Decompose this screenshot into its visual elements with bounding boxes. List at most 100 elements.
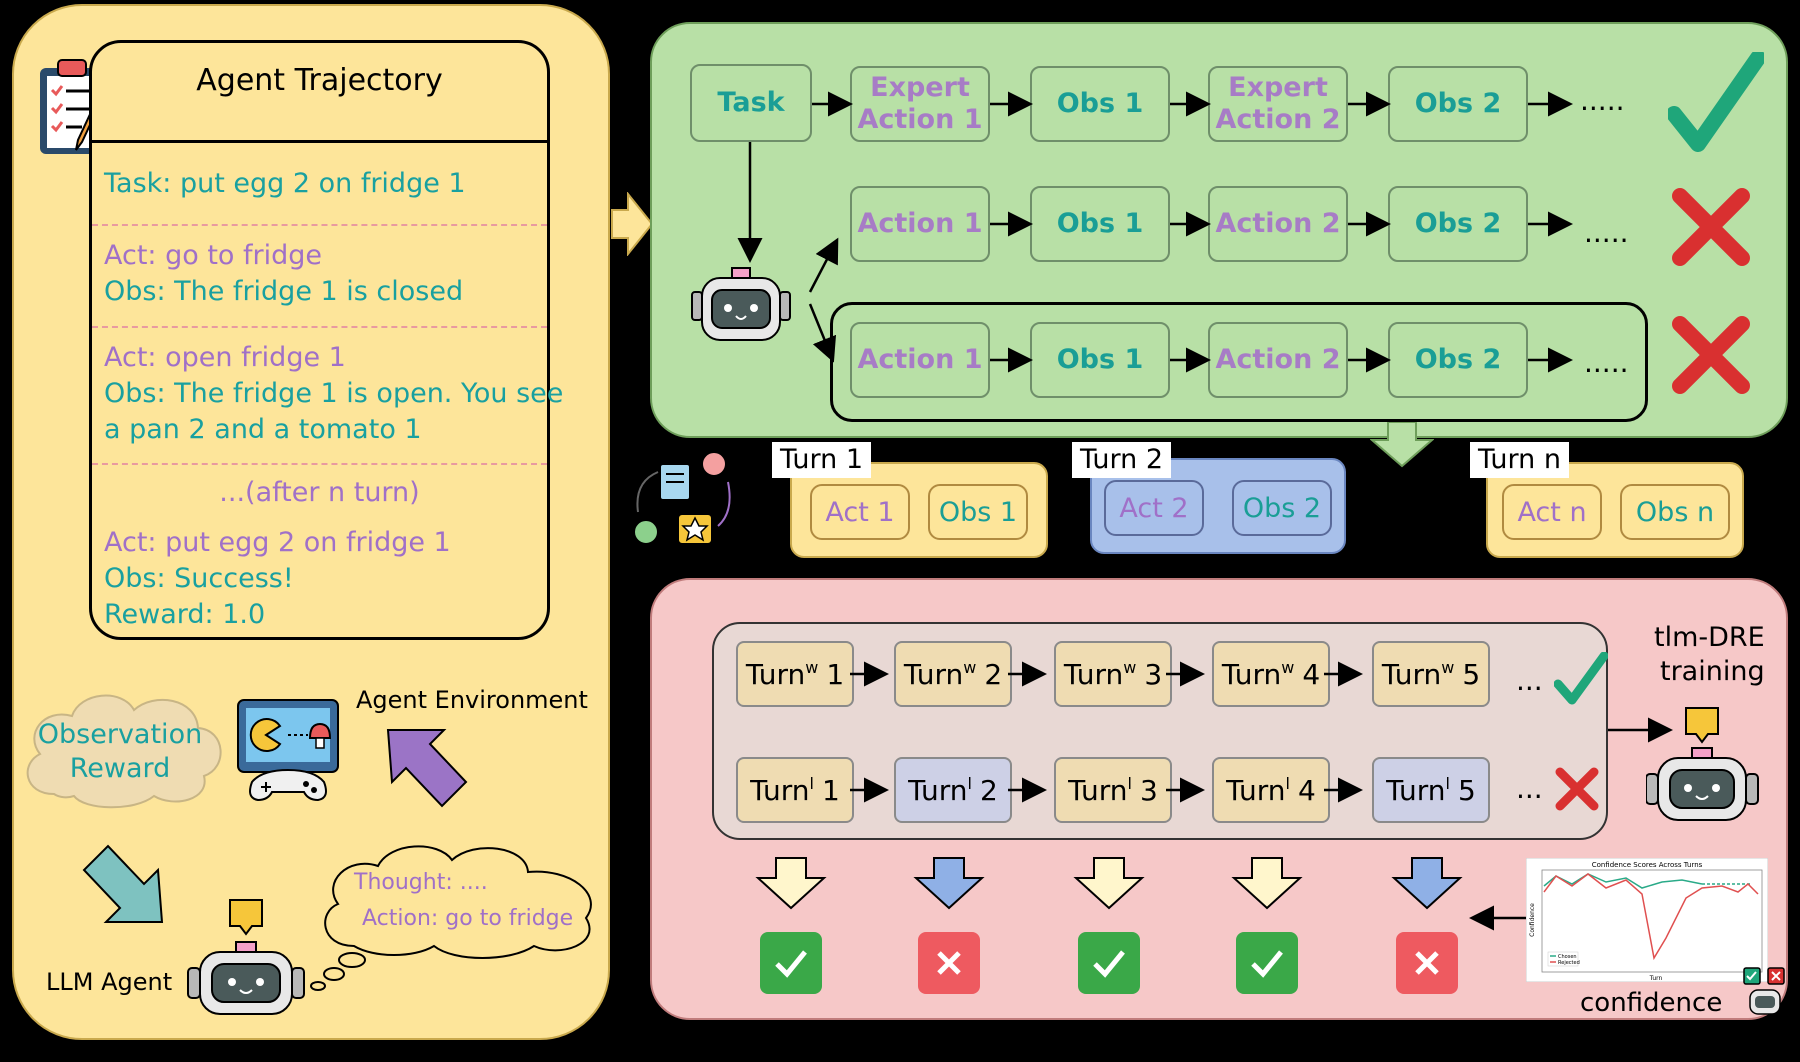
down-arrow-icon <box>1391 857 1463 910</box>
thought-text: Thought: .... <box>354 870 488 895</box>
turn-1-label: Turn 1 <box>772 442 872 478</box>
accept-badge-icon <box>1236 932 1298 994</box>
turn-word: Turn <box>1381 657 1442 691</box>
act-line-1: Act: go to fridge <box>104 240 323 271</box>
action-2-node: Action 2 <box>1208 322 1348 398</box>
legend-chosen: Chosen <box>1558 954 1577 960</box>
obs-2-node: Obs 2 <box>1388 66 1528 142</box>
obs-2-chip: Obs 2 <box>1232 480 1332 536</box>
observation-cloud <box>26 694 222 809</box>
turn-index: 3 <box>1140 773 1158 807</box>
turn-word: Turn <box>1221 657 1282 691</box>
cloud-reward-text: Reward <box>69 753 171 784</box>
trained-robot-icon <box>1646 707 1759 821</box>
turn-word: Turn <box>1226 773 1286 807</box>
dashed-divider <box>92 326 547 328</box>
action-1-node: Action 1 <box>850 186 990 262</box>
turn-word: Turn <box>745 657 806 691</box>
interaction-cycle-icon <box>633 452 731 545</box>
turn-superscript: w <box>1441 657 1455 677</box>
action-1-node: Action 1 <box>850 322 990 398</box>
turn-superscript: l <box>809 773 814 793</box>
obs-n-chip: Obs n <box>1620 484 1730 540</box>
obs-line-2b: a pan 2 and a tomato 1 <box>104 414 422 445</box>
turn-superscript: l <box>1445 773 1450 793</box>
turn-superscript: l <box>1285 773 1290 793</box>
bottom-arrows <box>850 661 1673 931</box>
turn-n-label: Turn n <box>1470 442 1569 478</box>
turn-index: 5 <box>1462 657 1481 691</box>
reject-badge-icon <box>918 932 980 994</box>
failure-cross-icon <box>1672 316 1750 394</box>
training-label-line2: training <box>1660 656 1765 687</box>
obs-1-node: Obs 1 <box>1030 322 1170 398</box>
turn-word: Turn <box>903 657 964 691</box>
act-line-2: Act: open fridge 1 <box>104 342 346 373</box>
dashed-divider <box>92 463 547 465</box>
ellipsis: ... <box>1516 664 1543 697</box>
expert-action-2-node: Expert Action 2 <box>1208 66 1348 142</box>
turn-index: 5 <box>1458 773 1476 807</box>
rejected-cross-icon <box>1555 767 1599 811</box>
act-line-3: Act: put egg 2 on fridge 1 <box>104 527 451 558</box>
failure-cross-icon <box>1672 188 1750 266</box>
agent-environment-label: Agent Environment <box>356 686 588 714</box>
obs-line-1: Obs: The fridge 1 is closed <box>104 276 464 307</box>
turn-superscript: l <box>1127 773 1132 793</box>
accept-badge-icon <box>1078 932 1140 994</box>
training-label-line1: tlm-DRE <box>1654 622 1765 653</box>
chart-rejected-line <box>1543 873 1759 961</box>
reward-line: Reward: 1.0 <box>104 599 266 630</box>
down-arrow-icon <box>913 857 985 910</box>
turn-word: Turn <box>908 773 968 807</box>
obs-1-node: Obs 1 <box>1030 186 1170 262</box>
down-arrow-icon <box>1231 857 1303 910</box>
down-arrow-icon <box>755 857 827 910</box>
dashed-divider <box>92 224 547 226</box>
chart-chosen-line <box>1543 873 1703 889</box>
obs-2-node: Obs 2 <box>1388 322 1528 398</box>
turn-word: Turn <box>750 773 810 807</box>
judge-icon <box>1743 967 1785 1015</box>
thought-bubble-dots <box>310 952 366 991</box>
turn-index: 3 <box>1144 657 1163 691</box>
chart-title: Confidence Scores Across Turns <box>1592 861 1703 869</box>
obs-line-2a: Obs: The fridge 1 is open. You see <box>104 378 564 409</box>
turn-superscript: w <box>963 657 977 677</box>
turn-word: Turn <box>1063 657 1124 691</box>
ellipsis: ... <box>1516 772 1543 805</box>
accept-badge-icon <box>760 932 822 994</box>
purple-arrow-icon <box>386 729 468 808</box>
confidence-label: confidence <box>1580 988 1723 1018</box>
llm-agent-robot-icon <box>187 899 305 1015</box>
policy-robot-icon <box>691 267 791 341</box>
turn-n-box <box>1486 462 1744 558</box>
turn-index: 1 <box>822 773 840 807</box>
confidence-chart: Confidence Scores Across Turns Confidenc… <box>1526 858 1768 982</box>
turn-index: 1 <box>826 657 845 691</box>
act-n-chip: Act n <box>1502 484 1602 540</box>
turn-index: 2 <box>984 657 1003 691</box>
task-line: Task: put egg 2 on fridge 1 <box>104 168 466 199</box>
turn-2-label: Turn 2 <box>1072 442 1172 478</box>
chosen-check-icon <box>1554 652 1608 705</box>
down-arrow-icon <box>1370 422 1434 468</box>
expert-action-1-node: Expert Action 1 <box>850 66 990 142</box>
reject-badge-icon <box>1396 932 1458 994</box>
legend-rejected: Rejected <box>1558 960 1580 966</box>
turn-index: 2 <box>980 773 998 807</box>
obs-line-3: Obs: Success! <box>104 563 294 594</box>
turn-word: Turn <box>1386 773 1446 807</box>
cloud-observation-text: Observation <box>37 719 203 750</box>
turn-word: Turn <box>1068 773 1128 807</box>
ellipsis: ..... <box>1580 84 1625 117</box>
llm-agent-label: LLM Agent <box>46 968 173 996</box>
obs-2-node: Obs 2 <box>1388 186 1528 262</box>
flow-arrow-icon <box>611 192 654 256</box>
